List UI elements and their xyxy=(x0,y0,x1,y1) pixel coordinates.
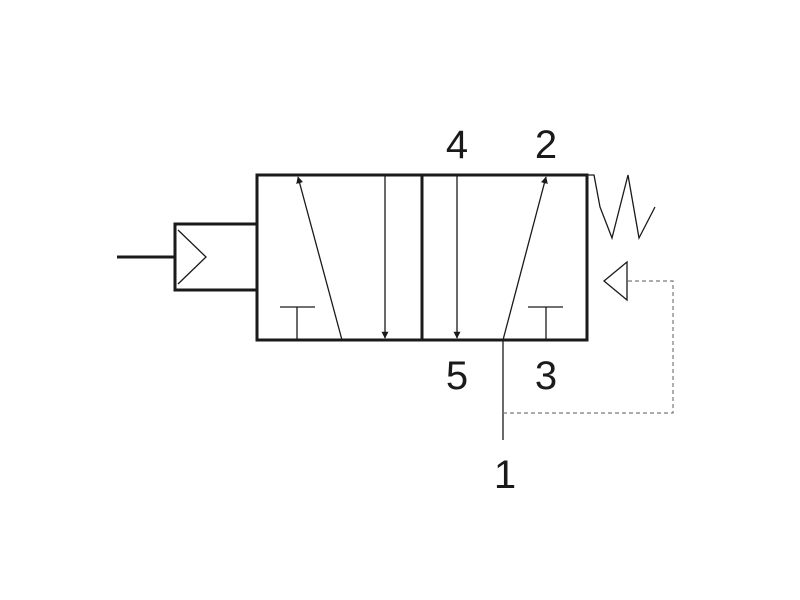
right-flow-arrow-diagonal xyxy=(502,176,548,341)
spring-return-icon xyxy=(588,174,656,241)
pilot-triangle-icon xyxy=(602,260,628,302)
port-label-3: 3 xyxy=(535,354,557,398)
port-label-5: 5 xyxy=(446,354,468,398)
port-label-4: 4 xyxy=(446,123,468,167)
solenoid-operator xyxy=(173,222,259,292)
left-flow-arrow-diagonal xyxy=(296,176,343,341)
port-label-2: 2 xyxy=(535,123,557,167)
solenoid-chevron-icon xyxy=(177,229,207,285)
port-label-1: 1 xyxy=(494,453,516,497)
valve-envelope-right xyxy=(420,173,589,342)
valve-envelope-left xyxy=(255,173,424,342)
pilot-dashed-line xyxy=(503,280,674,414)
